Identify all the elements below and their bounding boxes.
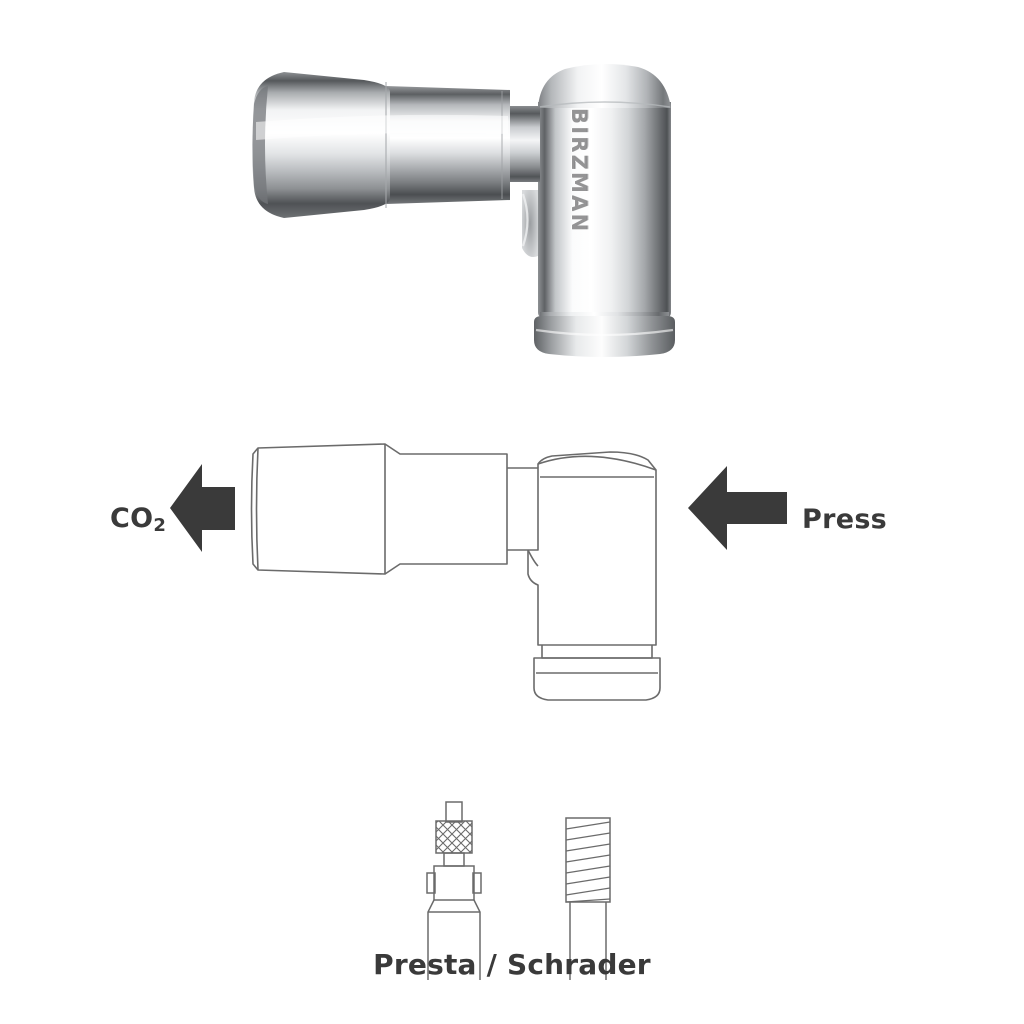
label-co2-subscript: 2 [153, 515, 167, 536]
photo-barrel [386, 86, 510, 204]
flow-diagram [170, 443, 787, 701]
photo-specular-band [256, 114, 508, 140]
arrow-left-press [688, 466, 787, 550]
schrader-valve [565, 817, 611, 980]
outline-nozzle-lip [255, 447, 259, 571]
outline-nozzle [250, 443, 386, 575]
photo-ring-highlight [535, 328, 674, 337]
outline-undercut [527, 549, 539, 567]
outline-neck [507, 467, 539, 551]
presta-valve [426, 801, 482, 980]
photo-neck [506, 106, 540, 182]
label-co2-text: CO [110, 503, 154, 534]
presta-knurled-nut [435, 820, 473, 854]
photo-ring-lower [534, 316, 675, 357]
arrow-left-co2 [170, 464, 235, 552]
presta-locknut [433, 865, 475, 901]
outline-ring-lower [533, 657, 661, 701]
photo-head-body [538, 102, 671, 318]
photo-nozzle-bore [252, 86, 268, 204]
schrader-body [569, 902, 607, 980]
photo-head-dome [538, 63, 671, 108]
valve-types-illustration [426, 801, 611, 980]
presta-tip [445, 801, 463, 823]
presta-stem [443, 852, 465, 867]
outline-head-dome [537, 455, 657, 471]
photo-head-assembly [534, 63, 675, 357]
schrader-thread-block [565, 817, 611, 903]
photo-elbow-highlight [521, 193, 529, 247]
photo-head-seam [538, 101, 671, 108]
photo-nozzle [252, 72, 390, 218]
valve-caption: Presta / Schrader [373, 948, 651, 981]
outline-barrel [384, 443, 508, 575]
outline-drawing [250, 443, 661, 701]
presta-tab-right [472, 872, 482, 894]
label-press: Press [802, 504, 888, 535]
schrader-threads [565, 821, 611, 903]
outline-head [527, 451, 657, 646]
outline-ring-upper [541, 645, 653, 659]
label-co2: CO2 [110, 503, 167, 536]
presta-tab-left [426, 872, 436, 894]
product-photo [252, 63, 675, 357]
